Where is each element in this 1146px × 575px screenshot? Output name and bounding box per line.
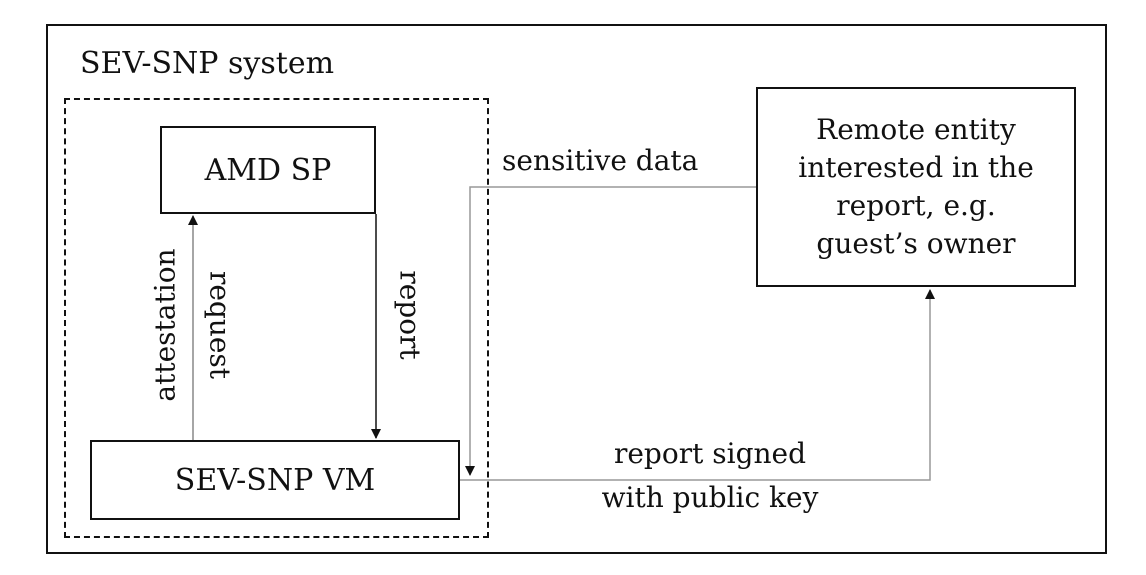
- remote-entity-label: Remote entity interested in the report, …: [798, 113, 1034, 260]
- request-label: request: [203, 270, 237, 380]
- report-signed-arrow: [460, 289, 935, 481]
- sensitive-data-arrow: [465, 186, 756, 476]
- sev-snp-vm-box: SEV-SNP VM: [90, 440, 460, 520]
- system-title: SEV-SNP system: [80, 46, 335, 81]
- amd-sp-box: AMD SP: [160, 126, 376, 214]
- report-label: report: [393, 270, 427, 360]
- sensitive-data-label: sensitive data: [502, 144, 699, 177]
- sev-snp-system-boundary: [64, 98, 489, 538]
- report-signed-label: report signed with public key: [601, 437, 819, 514]
- sev-snp-vm-label: SEV-SNP VM: [174, 462, 376, 498]
- outer-frame: [46, 24, 1107, 554]
- attestation-label: attestation: [148, 248, 182, 402]
- remote-entity-box: Remote entity interested in the report, …: [756, 87, 1076, 287]
- amd-sp-label: AMD SP: [204, 152, 332, 188]
